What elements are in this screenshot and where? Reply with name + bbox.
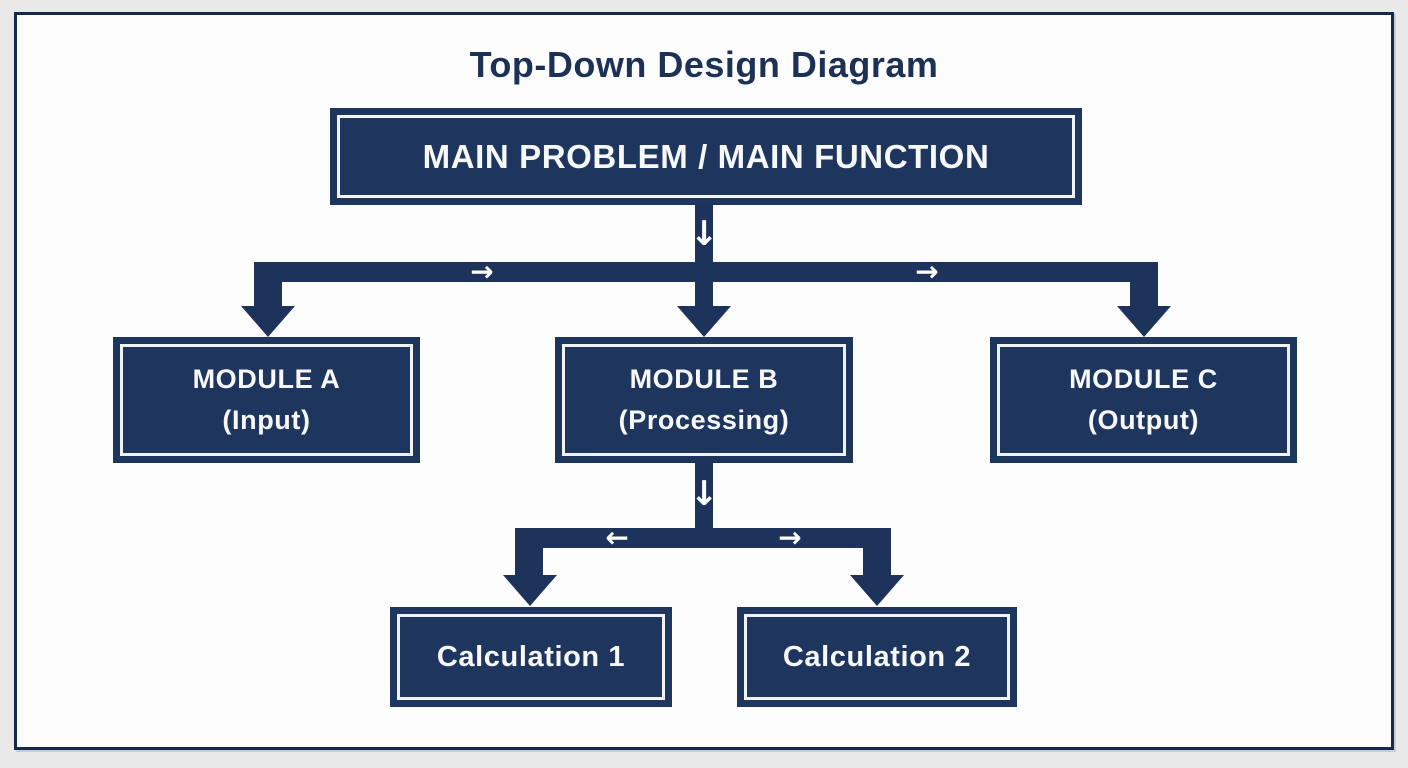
main-problem-box: MAIN PROBLEM / MAIN FUNCTION xyxy=(330,108,1082,205)
arrowhead-calc-1-icon xyxy=(503,575,557,606)
connector-elbow-module-a xyxy=(254,262,282,308)
arrowhead-module-a-icon xyxy=(241,306,295,337)
arrowhead-module-b-icon xyxy=(677,306,731,337)
arrowhead-calc-2-icon xyxy=(850,575,904,606)
down-arrow-icon: ↓ xyxy=(689,474,719,514)
right-arrow-icon: → xyxy=(778,521,802,554)
connector-module-b-vertical xyxy=(695,463,713,530)
left-arrow-icon: ← xyxy=(605,521,629,554)
calculation-2-box: Calculation 2 xyxy=(737,607,1017,707)
module-a-label: MODULE A xyxy=(192,364,341,394)
connector-elbow-calc-1 xyxy=(515,528,543,576)
diagram-title: Top-Down Design Diagram xyxy=(469,44,939,85)
module-c-box: MODULE C (Output) xyxy=(990,337,1297,463)
connector-elbow-module-c xyxy=(1130,262,1158,308)
module-b-sublabel: (Processing) xyxy=(618,405,790,435)
main-problem-label: MAIN PROBLEM / MAIN FUNCTION xyxy=(422,137,990,175)
calculation-1-label: Calculation 1 xyxy=(436,640,626,673)
module-b-label: MODULE B xyxy=(629,364,779,394)
connector-main-vertical xyxy=(695,204,713,264)
module-a-sublabel: (Input) xyxy=(222,405,311,435)
arrowhead-module-c-icon xyxy=(1117,306,1171,337)
calculation-2-label: Calculation 2 xyxy=(782,640,972,673)
right-arrow-icon: → xyxy=(470,255,494,288)
module-b-box: MODULE B (Processing) xyxy=(555,337,853,463)
connector-elbow-calc-2 xyxy=(863,528,891,576)
calculation-1-box: Calculation 1 xyxy=(390,607,672,707)
down-arrow-icon: ↓ xyxy=(689,214,719,254)
connector-level2-bar xyxy=(515,528,891,548)
module-c-label: MODULE C xyxy=(1069,364,1218,394)
module-c-sublabel: (Output) xyxy=(1087,405,1200,435)
connector-drop-module-b xyxy=(695,262,713,308)
right-arrow-icon: → xyxy=(915,255,939,288)
module-a-box: MODULE A (Input) xyxy=(113,337,420,463)
